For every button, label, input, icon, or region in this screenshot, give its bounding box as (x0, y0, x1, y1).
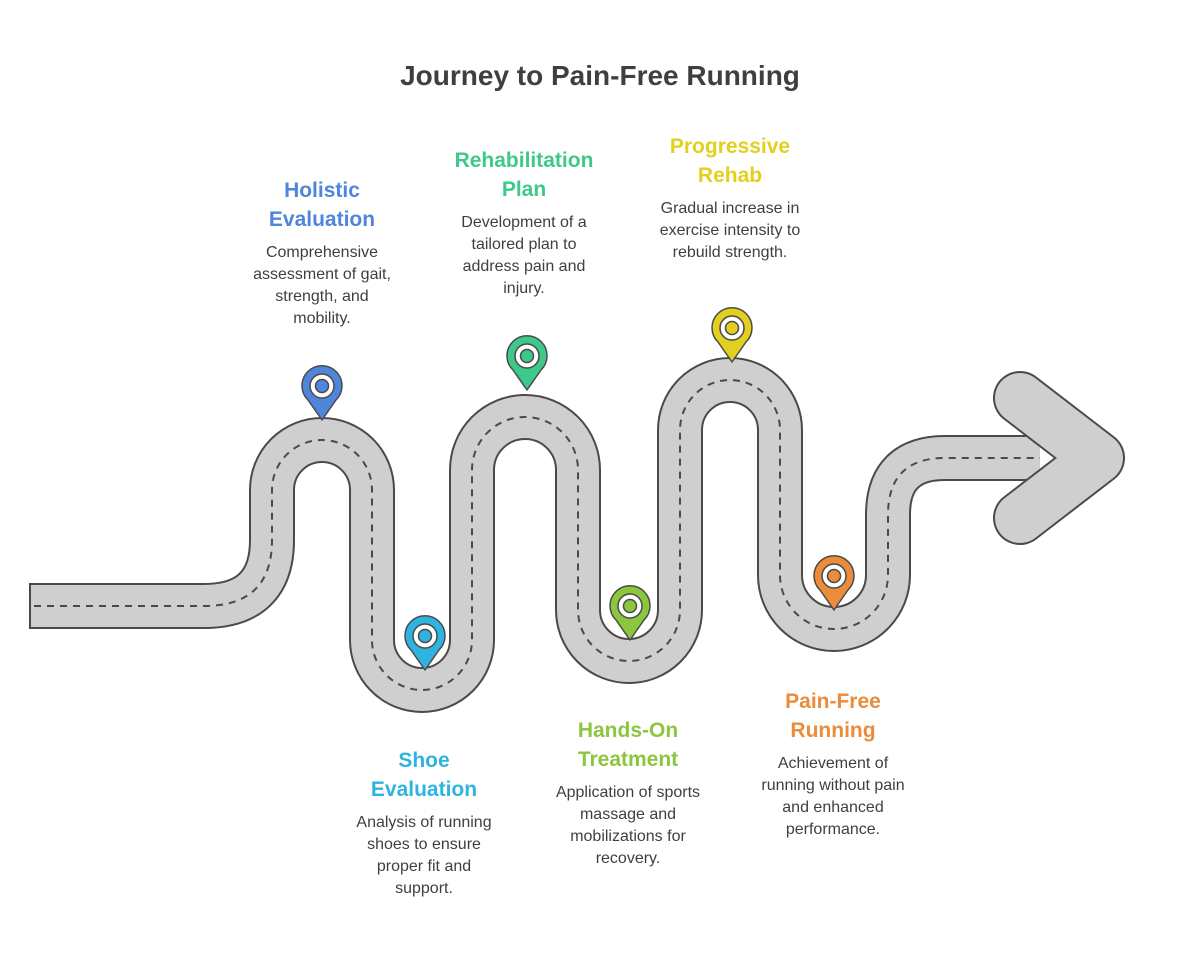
map-pin-icon (404, 614, 446, 671)
diagram-title: Journey to Pain-Free Running (400, 60, 800, 91)
road-center-line (34, 379, 1040, 691)
step-title: Progressive Rehab (669, 135, 791, 187)
step-description: Achievement of running without pain and … (761, 755, 905, 838)
step-progressive-rehab: Progressive Rehab Gradual increase in ex… (630, 132, 830, 264)
step-hands-on-treatment: Hands-On Treatment Application of sports… (528, 716, 728, 870)
map-pin-icon (506, 334, 548, 391)
map-pin-icon (301, 364, 343, 421)
step-title: Shoe Evaluation (370, 749, 478, 801)
step-title: Rehabilitation Plan (454, 149, 594, 201)
step-shoe-evaluation: Shoe Evaluation Analysis of running shoe… (324, 746, 524, 900)
step-holistic-evaluation: Holistic Evaluation Comprehensive assess… (222, 176, 422, 330)
step-description: Comprehensive assessment of gait, streng… (253, 244, 391, 327)
step-description: Application of sports massage and mobili… (555, 784, 701, 867)
map-pin-icon (813, 554, 855, 611)
step-pain-free-running: Pain-Free Running Achievement of running… (733, 687, 933, 841)
step-title: Holistic Evaluation (268, 179, 376, 231)
step-rehabilitation-plan: Rehabilitation Plan Development of a tai… (424, 146, 624, 300)
map-pin-icon (711, 306, 753, 363)
step-description: Gradual increase in exercise intensity t… (659, 200, 801, 261)
step-description: Development of a tailored plan to addres… (461, 214, 587, 297)
step-description: Analysis of running shoes to ensure prop… (356, 814, 492, 897)
step-title: Hands-On Treatment (577, 719, 679, 771)
step-title: Pain-Free Running (785, 690, 881, 742)
map-pin-icon (609, 584, 651, 641)
